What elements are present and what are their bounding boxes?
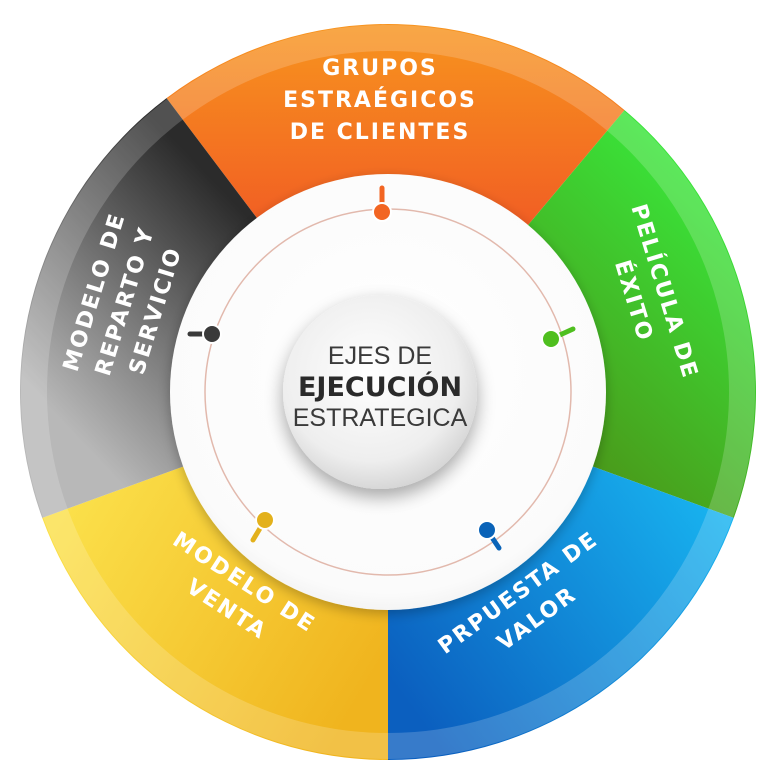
segment-rim-grupos xyxy=(167,25,624,131)
segment-label-grupos-line-3: DE CLIENTES xyxy=(290,120,471,145)
hub-circle xyxy=(283,295,477,489)
segment-rim-reparto xyxy=(21,98,183,518)
segment-propuesta xyxy=(388,465,734,760)
segment-label-grupos-line-2: ESTRAÉGICOS xyxy=(283,87,477,113)
hub-line-2: EJECUCIÓN xyxy=(298,371,462,403)
segment-pelicula xyxy=(526,110,757,518)
segment-grupos xyxy=(166,23,625,227)
connector-dot-reparto xyxy=(202,324,222,344)
segment-venta xyxy=(42,465,388,760)
connector-dot-venta xyxy=(255,510,275,530)
segment-rim-venta xyxy=(43,508,389,759)
hub-line-1: EJES DE xyxy=(328,342,432,370)
segment-rim-pelicula xyxy=(607,110,755,518)
segment-rim-propuesta xyxy=(387,508,733,759)
connector-dot-propuesta xyxy=(477,520,497,540)
segment-label-grupos-line-1: GRUPOS xyxy=(322,56,438,81)
connector-dot-pelicula xyxy=(541,329,561,349)
segment-label-grupos: GRUPOS ESTRAÉGICOS DE CLIENTES xyxy=(283,56,477,145)
hub-line-3: ESTRATEGICA xyxy=(293,404,468,432)
segment-reparto xyxy=(20,98,259,518)
connector-dot-grupos xyxy=(372,202,392,222)
